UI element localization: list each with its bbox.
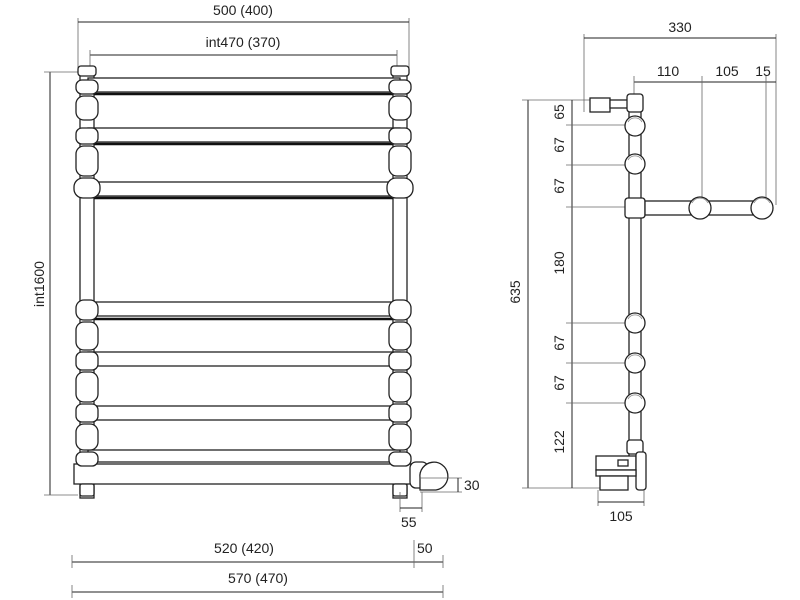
spacing-4: 180 <box>551 251 567 275</box>
d105-label: 105 <box>715 63 739 79</box>
dim-spacings: 65 67 67 180 67 67 122 <box>551 100 634 488</box>
dim-height: int1600 <box>31 71 78 496</box>
front-view: 500 (400) int470 (370) int1600 <box>31 2 480 598</box>
extra-50-label: 50 <box>417 540 433 556</box>
d110-label: 110 <box>657 63 680 79</box>
dim-inner-width: int470 (370) <box>89 34 398 68</box>
rail-2 <box>87 127 401 143</box>
height-label: int1600 <box>31 261 47 307</box>
offset-30-label: 30 <box>464 477 480 493</box>
side-shelf-arm <box>624 196 774 220</box>
rail-3 <box>87 181 401 197</box>
overall-width-label: 500 (400) <box>213 2 273 18</box>
rail-6 <box>87 405 401 421</box>
inner-width-label: int470 (370) <box>206 34 281 50</box>
total-635-label: 635 <box>507 280 523 304</box>
right-top-cap <box>390 65 410 77</box>
rail-1 <box>87 77 401 93</box>
d15-label: 15 <box>755 63 771 79</box>
dim-depth: 330 110 105 15 <box>583 19 777 205</box>
front-valve: 30 55 <box>399 461 480 530</box>
spacing-5: 67 <box>551 335 567 351</box>
dim-total-height: 635 <box>507 99 600 489</box>
side-view: 330 110 105 15 635 65 67 67 <box>507 19 777 524</box>
dim-overall-width: 500 (400) <box>77 2 410 68</box>
bottom-105-label: 105 <box>609 508 633 524</box>
horizontal-rails <box>73 77 415 485</box>
spacing-3: 67 <box>551 178 567 194</box>
side-vertical-tube <box>628 94 642 471</box>
width-520-label: 520 (420) <box>214 540 274 556</box>
side-valve: 105 <box>595 439 647 524</box>
depth-330-label: 330 <box>668 19 692 35</box>
side-knobs <box>624 115 646 414</box>
spacing-1: 65 <box>551 104 567 120</box>
left-joints <box>73 79 101 497</box>
width-570-label: 570 (470) <box>228 570 288 586</box>
bottom-manifold <box>73 463 415 485</box>
offset-55-label: 55 <box>401 514 417 530</box>
left-top-cap <box>77 65 97 77</box>
rail-7 <box>87 449 401 463</box>
wall-bracket-top <box>589 97 611 113</box>
right-joints <box>386 79 414 497</box>
dim-bottom-widths: 520 (420) 50 570 (470) <box>71 540 444 598</box>
rail-4 <box>87 301 401 317</box>
spacing-6: 67 <box>551 375 567 391</box>
rail-5 <box>87 351 401 367</box>
spacing-7: 122 <box>551 430 567 454</box>
spacing-2: 67 <box>551 137 567 153</box>
